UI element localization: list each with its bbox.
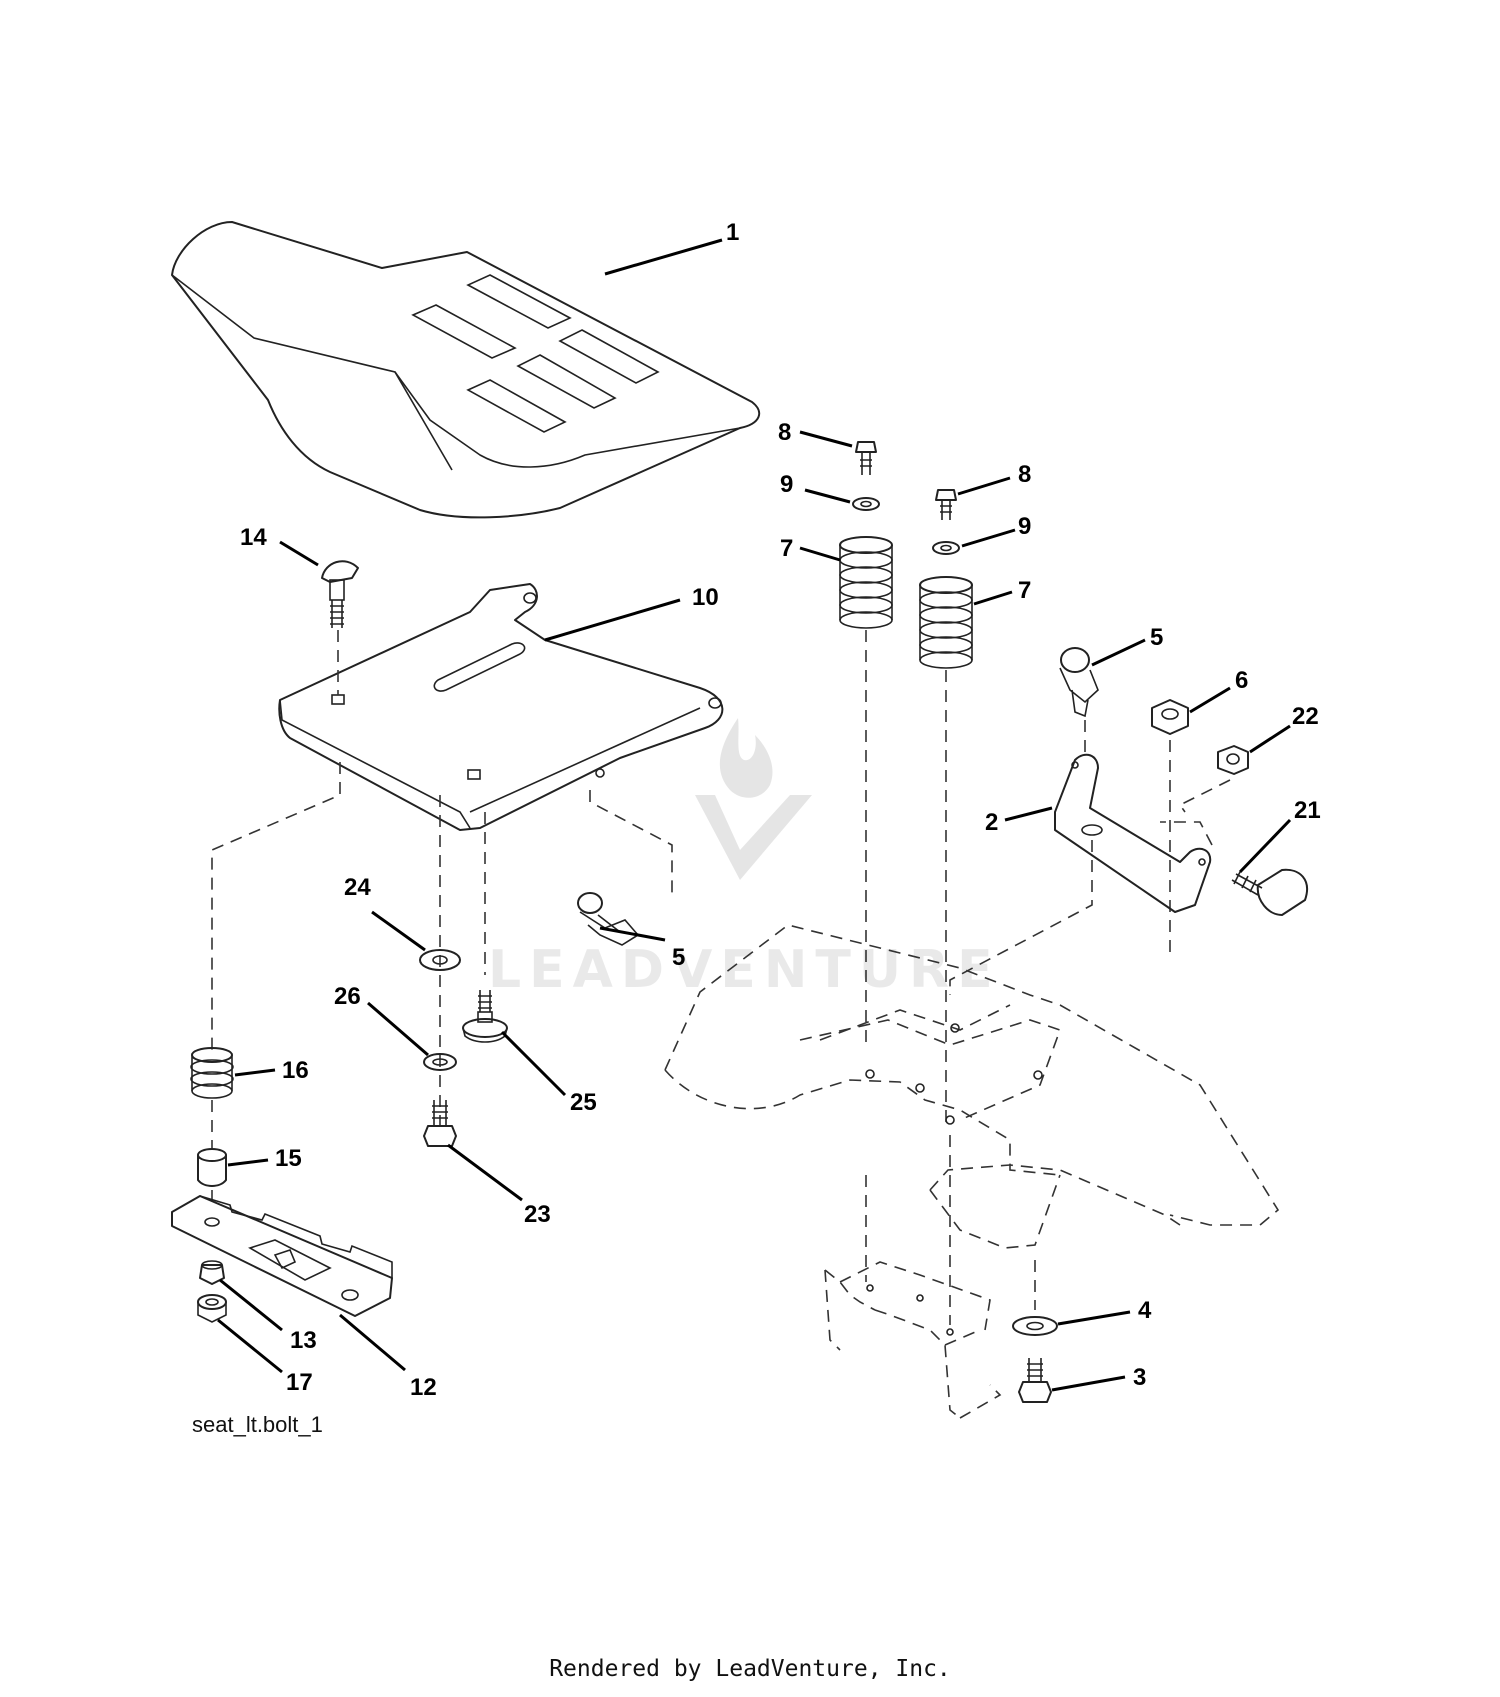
seat-pan bbox=[278, 583, 724, 831]
callout-1: 1 bbox=[726, 219, 739, 246]
hex-bolt-23 bbox=[423, 1100, 457, 1147]
bolt-8-right bbox=[935, 489, 957, 520]
callout-8-right: 8 bbox=[1018, 461, 1031, 488]
knob-bolt-21 bbox=[1231, 868, 1308, 916]
callout-9-left: 9 bbox=[780, 471, 793, 498]
washer-9-right bbox=[932, 541, 960, 555]
nut-6 bbox=[1151, 699, 1189, 735]
callout-24: 24 bbox=[344, 874, 371, 901]
callout-25: 25 bbox=[570, 1089, 597, 1116]
callout-14: 14 bbox=[240, 524, 267, 551]
diagram-id-label: seat_lt.bolt_1 bbox=[192, 1412, 323, 1437]
callout-3: 3 bbox=[1133, 1364, 1146, 1391]
callout-2: 2 bbox=[985, 809, 998, 836]
cable-clip-left bbox=[577, 892, 640, 946]
washer-9-left bbox=[852, 497, 880, 511]
spring-7-right bbox=[919, 576, 973, 669]
spring-7-left bbox=[839, 536, 893, 629]
callout-13: 13 bbox=[290, 1327, 317, 1354]
callout-5-right: 5 bbox=[1150, 624, 1163, 651]
callout-7-right: 7 bbox=[1018, 577, 1031, 604]
callout-26: 26 bbox=[334, 983, 361, 1010]
callout-17: 17 bbox=[286, 1369, 313, 1396]
callout-12: 12 bbox=[410, 1374, 437, 1401]
callout-8-left: 8 bbox=[778, 419, 791, 446]
callout-23: 23 bbox=[524, 1201, 551, 1228]
spring-16 bbox=[190, 1047, 234, 1099]
callout-6: 6 bbox=[1235, 667, 1248, 694]
callout-21: 21 bbox=[1294, 797, 1321, 824]
flat-washer-24 bbox=[419, 949, 461, 971]
seat-bracket-2 bbox=[1054, 753, 1212, 913]
bolt-8-left bbox=[855, 441, 877, 475]
render-credit: Rendered by LeadVenture, Inc. bbox=[549, 1656, 951, 1682]
callout-16: 16 bbox=[282, 1057, 309, 1084]
nut-13 bbox=[199, 1260, 225, 1285]
callout-7-left: 7 bbox=[780, 535, 793, 562]
spacer-15 bbox=[197, 1148, 227, 1187]
bolt-3 bbox=[1018, 1358, 1052, 1403]
cable-clip-right bbox=[1059, 647, 1099, 718]
leadventure-watermark-logo bbox=[695, 718, 812, 880]
slide-plate-12 bbox=[171, 1195, 393, 1317]
chassis-outline bbox=[664, 924, 1280, 1419]
nut-17 bbox=[197, 1294, 227, 1323]
callout-22: 22 bbox=[1292, 703, 1319, 730]
callout-4: 4 bbox=[1138, 1297, 1152, 1324]
seat-cushion bbox=[171, 221, 761, 519]
callout-5-left: 5 bbox=[672, 944, 685, 971]
callout-10: 10 bbox=[692, 584, 719, 611]
nut-22 bbox=[1217, 745, 1249, 775]
watermark-text: LEADVENTURE bbox=[488, 940, 1001, 1000]
carriage-bolt bbox=[321, 560, 359, 628]
callout-15: 15 bbox=[275, 1145, 302, 1172]
callout-9-right: 9 bbox=[1018, 513, 1031, 540]
lock-washer-26 bbox=[423, 1053, 457, 1071]
washer-4 bbox=[1012, 1316, 1058, 1336]
